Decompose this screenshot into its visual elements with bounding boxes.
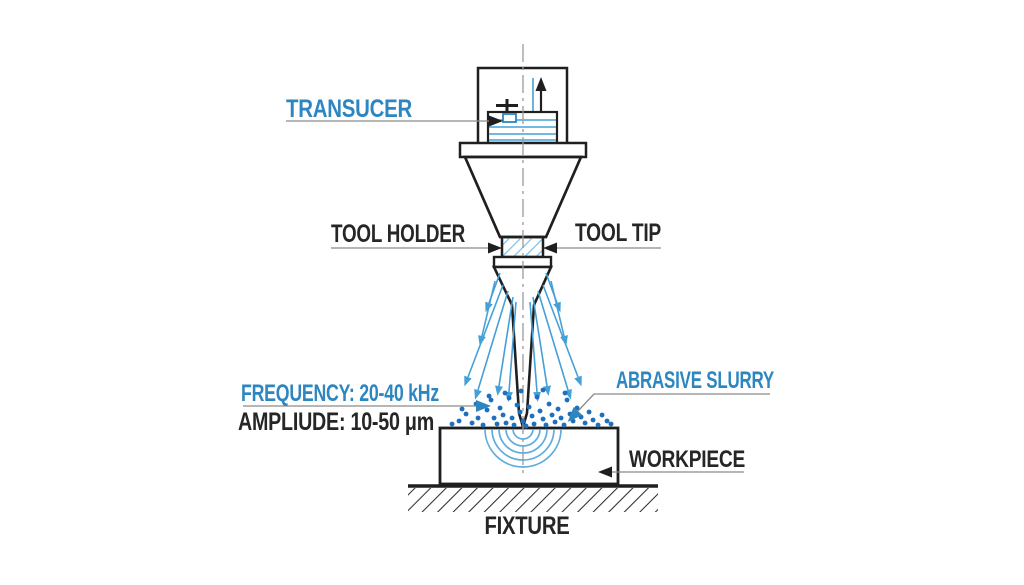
abrasive-slurry-leader <box>567 393 770 422</box>
slurry-arrow <box>532 296 551 396</box>
slurry-flow-arrows <box>464 272 582 402</box>
slurry-arrow <box>474 290 509 400</box>
slurry-arrow <box>542 284 582 387</box>
transducer-label: TRANSUCER <box>286 95 412 123</box>
slurry-arrow <box>529 301 541 402</box>
machine-body <box>408 66 658 512</box>
tool-holder-label: TOOL HOLDER <box>331 220 465 248</box>
workpiece-label: WORKPIECE <box>629 446 745 473</box>
tool-tip-label: TOOL TIP <box>575 219 661 247</box>
fixture-label: FIXTURE <box>485 512 570 540</box>
slurry-arrow <box>550 280 568 346</box>
amplitude-label: AMPLIUDE: 10-50 μm <box>238 408 434 436</box>
concentrator-cone <box>462 155 584 239</box>
terminal-bolt-icon <box>496 99 518 113</box>
slurry-arrow <box>478 280 496 346</box>
slurry-arrow <box>495 296 514 396</box>
slurry-arrow <box>505 301 517 402</box>
abrasive-slurry-label: ABRASIVE SLURRY <box>616 367 774 394</box>
slurry-particles <box>449 387 614 429</box>
fixture-hatching <box>408 488 658 512</box>
ultrasonic-wave-arcs <box>484 428 562 468</box>
slurry-arrow <box>464 284 504 387</box>
frequency-label: FREQUENCY: 20-40 kHz <box>241 380 439 407</box>
piezo-element <box>502 113 517 123</box>
leader-lines <box>243 115 770 478</box>
slurry-arrow <box>537 290 572 400</box>
labels: TRANSUCER TOOL HOLDER TOOL TIP FREQUENCY… <box>238 95 774 540</box>
